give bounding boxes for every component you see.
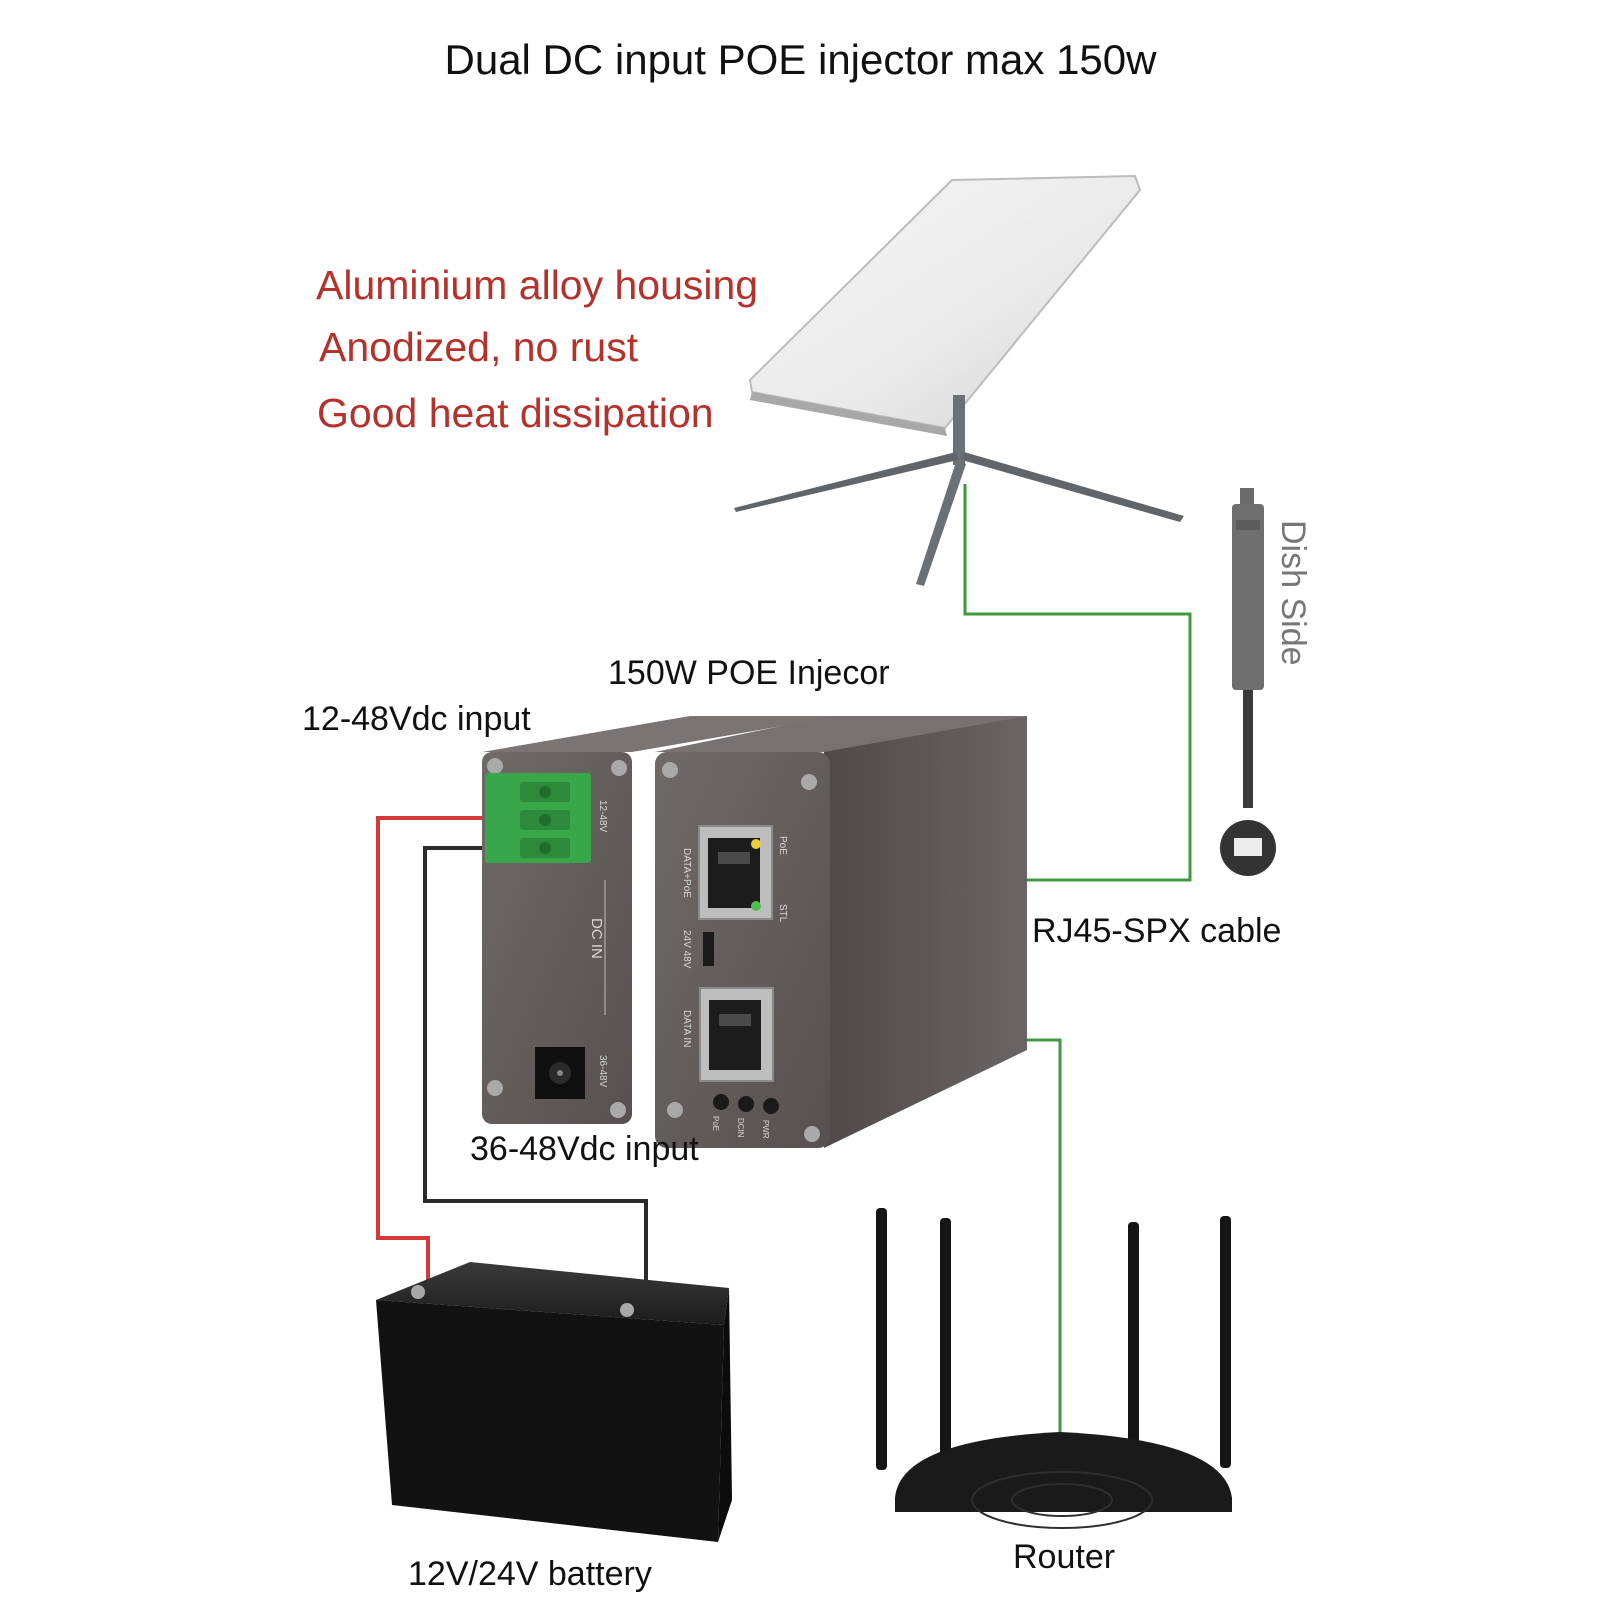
diagram-title: Dual DC input POE injector max 150w — [444, 36, 1157, 83]
router-label: Router — [1013, 1538, 1116, 1576]
barrel-label: 36-48V — [597, 1055, 608, 1088]
screw-icon — [611, 760, 627, 776]
dish-side-connector: Dish Side — [1220, 488, 1312, 876]
rj45-data-in-port — [699, 987, 774, 1082]
dish-side-label: Dish Side — [1274, 520, 1312, 666]
led-pwr-icon — [763, 1098, 779, 1114]
negative-terminal-icon — [620, 1303, 634, 1317]
antenna-icon — [1220, 1216, 1231, 1468]
switch-label: 24V 48V — [681, 930, 692, 969]
led-label-dcin: DCIN — [736, 1118, 745, 1138]
cable-label: RJ45-SPX cable — [1032, 912, 1282, 950]
rj45-poe-port — [698, 825, 773, 920]
battery-label: 12V/24V battery — [408, 1555, 652, 1593]
router — [876, 1208, 1232, 1529]
dc-in-label: DC IN — [588, 918, 605, 959]
screw-icon — [487, 1080, 503, 1096]
poe-injector-module: DATA+PoE PoE STL 24V 48V DATA IN PoE DCI… — [655, 716, 1027, 1148]
antenna-icon — [876, 1208, 887, 1470]
led-green-icon — [751, 901, 761, 911]
positive-terminal-icon — [411, 1285, 425, 1299]
input-36-48-label: 36-48Vdc input — [470, 1130, 699, 1168]
screw-icon — [487, 758, 503, 774]
feature-heat: Good heat dissipation — [317, 390, 714, 436]
satellite-dish — [734, 174, 1184, 586]
feature-anodized: Anodized, no rust — [319, 324, 639, 370]
antenna-icon — [940, 1218, 951, 1468]
led-yellow-icon — [751, 839, 761, 849]
antenna-icon — [1128, 1222, 1139, 1467]
port-poe-label: DATA+PoE — [681, 848, 692, 898]
led-dcin-icon — [738, 1096, 754, 1112]
battery — [376, 1262, 732, 1542]
screw-icon — [662, 762, 678, 778]
led-poe-label: PoE — [777, 836, 788, 855]
injector-label: 150W POE Injecor — [608, 654, 890, 692]
feature-housing: Aluminium alloy housing — [316, 262, 759, 308]
led-poe-icon — [713, 1094, 729, 1110]
screw-icon — [804, 1126, 820, 1142]
terminal-block — [485, 773, 591, 863]
led-stl-label: STL — [777, 904, 788, 923]
input-12-48-label: 12-48Vdc input — [302, 700, 531, 738]
led-label-pwr: PWR — [761, 1120, 770, 1139]
dc-input-module: 12-48V DC IN 36-48V — [482, 716, 840, 1124]
terminal-label: 12-48V — [597, 800, 608, 833]
power-wires — [376, 816, 648, 1308]
screw-icon — [610, 1102, 626, 1118]
screw-icon — [667, 1102, 683, 1118]
screw-icon — [801, 774, 817, 790]
dc-barrel-jack — [535, 1047, 585, 1099]
led-label-poe: PoE — [711, 1116, 720, 1131]
port-data-in-label: DATA IN — [681, 1010, 692, 1047]
voltage-switch — [703, 932, 714, 966]
